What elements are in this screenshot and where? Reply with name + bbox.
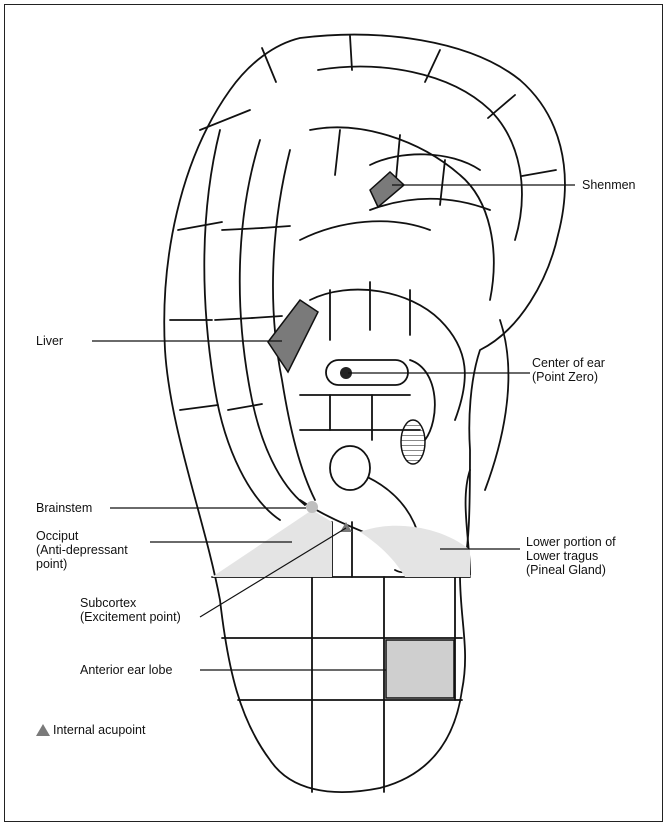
fossa-seg-1 (335, 130, 340, 175)
label-occiput-line-2: (Anti-depressant (36, 543, 128, 557)
label-lower-tragus-line-2: Lower tragus (526, 549, 616, 563)
helix-seg-4 (180, 405, 218, 410)
label-lower-tragus-line-3: (Pineal Gland) (526, 563, 616, 577)
inner-seg-4 (262, 226, 290, 228)
crus-upper (370, 154, 480, 170)
inner-seg-3 (228, 404, 262, 410)
label-occiput-line-1: Occiput (36, 529, 128, 543)
label-subcortex-line-2: (Excitement point) (80, 610, 181, 624)
helix-seg-9 (522, 170, 556, 176)
small-oval (330, 446, 370, 490)
occiput-region (212, 510, 332, 577)
inner-seg-2 (215, 318, 252, 320)
lower-tragus-region (360, 526, 470, 577)
label-lower-tragus-line-1: Lower portion of (526, 535, 616, 549)
label-center-ear-line-1: Center of ear (532, 356, 605, 370)
fossa-seg-3 (440, 160, 445, 205)
triangle-icon (36, 724, 50, 736)
label-subcortex-line-1: Subcortex (80, 596, 181, 610)
label-occiput-line-3: point) (36, 557, 128, 571)
helix-seg-5 (262, 48, 276, 82)
label-brainstem: Brainstem (36, 501, 92, 515)
antihelix-crus (300, 221, 430, 240)
legend: Internal acupoint (36, 723, 145, 737)
hatched-region (401, 420, 425, 464)
concha-border (310, 290, 465, 420)
helix-seg-1 (200, 110, 250, 130)
helix-inner-1 (318, 67, 522, 240)
label-anterior-lobe: Anterior ear lobe (80, 663, 172, 677)
inner-seg-5 (252, 316, 282, 318)
label-lower-tragus: Lower portion of Lower tragus (Pineal Gl… (526, 535, 616, 577)
label-liver: Liver (36, 334, 63, 348)
liver-region (268, 300, 318, 372)
label-shenmen: Shenmen (582, 178, 636, 192)
label-subcortex: Subcortex (Excitement point) (80, 596, 181, 624)
anterior-lobe-region (386, 640, 454, 698)
helix-seg-2 (178, 222, 222, 230)
label-center-ear: Center of ear (Point Zero) (532, 356, 605, 384)
label-occiput: Occiput (Anti-depressant point) (36, 529, 128, 571)
crus-lower (370, 199, 490, 210)
brainstem-point (306, 501, 318, 513)
helix-seg-6 (350, 36, 352, 70)
legend-label: Internal acupoint (53, 723, 145, 737)
inner-seg-1 (222, 228, 262, 230)
label-center-ear-line-2: (Point Zero) (532, 370, 605, 384)
helix-seg-8 (488, 95, 515, 118)
